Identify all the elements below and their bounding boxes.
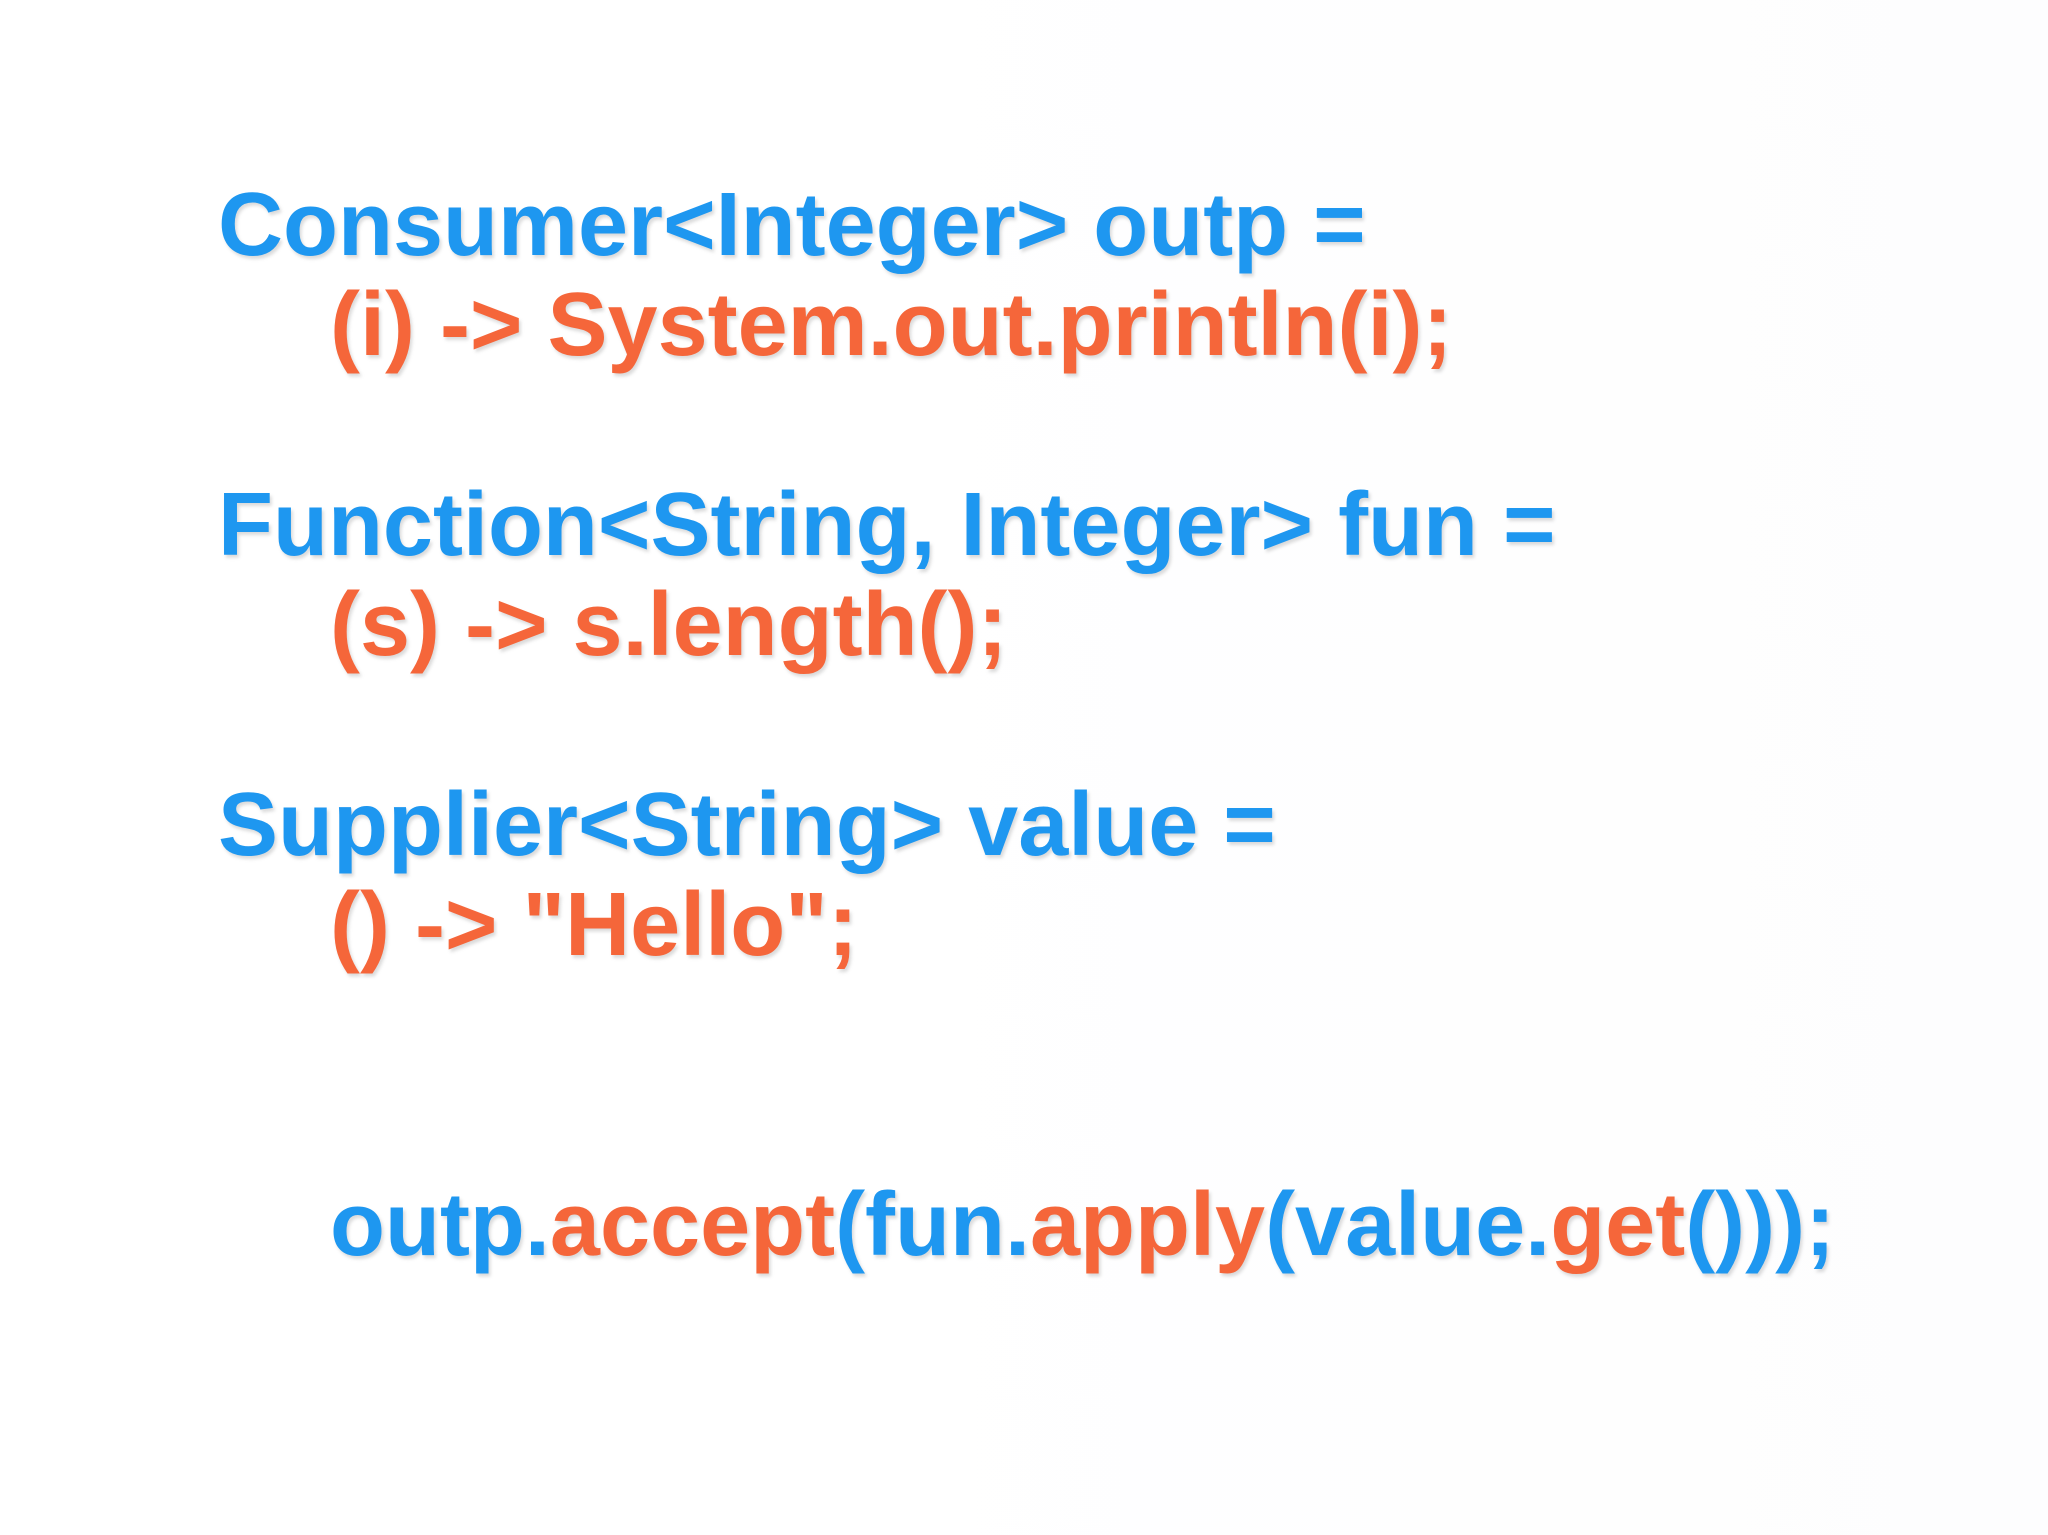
code-line-blank — [218, 375, 2048, 475]
code-segment: get — [1550, 1175, 1686, 1275]
code-segment: (fun. — [835, 1175, 1030, 1275]
code-line-blank — [218, 975, 2048, 1075]
code-segment: accept — [549, 1175, 836, 1275]
code-segment: (s) -> s.length(); — [330, 575, 1008, 675]
code-line: (s) -> s.length(); — [218, 575, 2048, 675]
code-line-blank — [218, 1075, 2048, 1175]
code-line: outp.accept(fun.apply(value.get())); — [218, 1175, 2048, 1275]
code-line: Supplier<String> value = — [218, 775, 2048, 875]
code-segment: outp. — [330, 1175, 550, 1275]
code-segment: (value. — [1265, 1175, 1551, 1275]
code-segment: Supplier<String> value = — [218, 775, 1276, 875]
code-line: Function<String, Integer> fun = — [218, 475, 2048, 575]
code-segment: () -> "Hello"; — [330, 875, 858, 975]
code-segment: ())); — [1685, 1175, 1836, 1275]
code-line: Consumer<Integer> outp = — [218, 175, 2048, 275]
code-line: (i) -> System.out.println(i); — [218, 275, 2048, 375]
code-line: () -> "Hello"; — [218, 875, 2048, 975]
code-block: Consumer<Integer> outp =(i) -> System.ou… — [218, 175, 2048, 1275]
code-segment: apply — [1029, 1175, 1266, 1275]
code-line-blank — [218, 675, 2048, 775]
code-segment: Consumer<Integer> outp = — [218, 175, 1366, 275]
code-segment: (i) -> System.out.println(i); — [330, 275, 1453, 375]
code-segment: Function<String, Integer> fun = — [218, 475, 1556, 575]
